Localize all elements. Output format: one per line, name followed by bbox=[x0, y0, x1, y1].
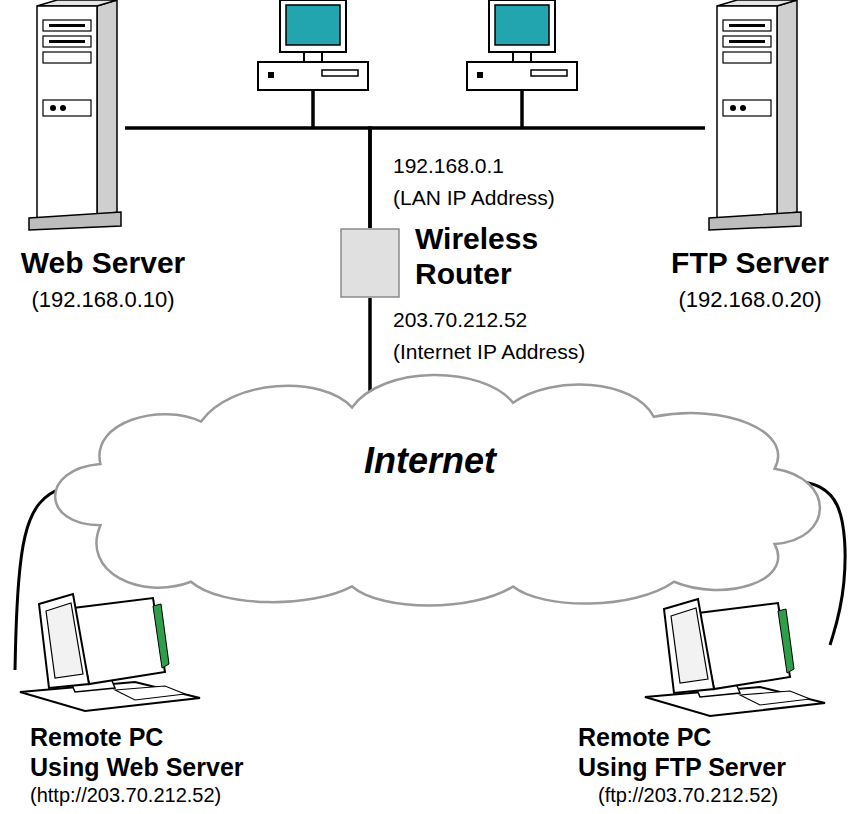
server-tower-shape bbox=[25, 0, 125, 230]
server-tower-shape bbox=[705, 0, 805, 230]
lan-pc-part bbox=[513, 52, 531, 62]
lan-pc-part bbox=[467, 62, 577, 90]
remote-pc: Remote PC Using FTP Server(ftp://203.70.… bbox=[640, 595, 830, 720]
drive-bay bbox=[43, 52, 91, 63]
url: (http://203.70.212.52) bbox=[30, 784, 330, 807]
drive-bay bbox=[723, 52, 771, 63]
tower-front bbox=[717, 6, 777, 218]
internet-cloud: Internet bbox=[30, 365, 835, 610]
monitor-face bbox=[664, 599, 714, 693]
tower-side bbox=[97, 0, 117, 218]
remote-pc-shape bbox=[15, 590, 205, 715]
server-name: Web Server bbox=[3, 246, 203, 281]
monitor-strip bbox=[778, 609, 794, 673]
lan-pc bbox=[467, 0, 577, 90]
power-button bbox=[60, 105, 66, 111]
server-tower: Web Server(192.168.0.10) bbox=[25, 0, 125, 230]
tower-front bbox=[37, 6, 97, 218]
lan-pc-part bbox=[286, 5, 340, 45]
cloud-outline bbox=[55, 375, 820, 606]
network-cable bbox=[370, 128, 705, 228]
power-button bbox=[50, 105, 56, 111]
drive-slot bbox=[49, 40, 85, 43]
server-tower: FTP Server(192.168.0.20) bbox=[705, 0, 805, 230]
lan-pc-part bbox=[258, 62, 368, 90]
tower-top bbox=[37, 0, 117, 6]
pc-keyboard bbox=[740, 691, 810, 705]
drive-slot bbox=[729, 24, 765, 27]
front-panel bbox=[723, 100, 771, 116]
front-panel bbox=[43, 100, 91, 116]
internet-cloud-shape bbox=[30, 365, 835, 610]
drive-bay bbox=[723, 20, 771, 31]
remote-pc-shape bbox=[640, 595, 830, 720]
tower-base bbox=[29, 212, 121, 230]
lan-pc-part bbox=[489, 0, 555, 52]
router-name: Wireless Router bbox=[415, 222, 635, 291]
monitor-screen bbox=[671, 608, 708, 683]
monitor-strip bbox=[153, 604, 169, 668]
lan-drop-wire bbox=[520, 90, 524, 128]
lan-pc-part bbox=[477, 72, 483, 78]
drive-bay bbox=[723, 36, 771, 47]
monitor-screen bbox=[46, 603, 83, 678]
cloud-name: Internet bbox=[330, 440, 530, 481]
lan-pc-part bbox=[495, 5, 549, 45]
ip-address-note: 203.70.212.52 (Internet IP Address) bbox=[393, 304, 653, 367]
lan-drop-wire bbox=[311, 90, 315, 128]
drive-slot bbox=[729, 40, 765, 43]
lan-pc-part bbox=[268, 72, 274, 78]
network-cable bbox=[125, 128, 370, 228]
lan-pc-part bbox=[322, 70, 358, 76]
lan-pc-part bbox=[280, 0, 346, 52]
lan-pc-part bbox=[304, 52, 322, 62]
drive-bay bbox=[43, 36, 91, 47]
monitor-face bbox=[39, 594, 89, 688]
drive-bay bbox=[43, 20, 91, 31]
router-box: Wireless Router bbox=[340, 228, 400, 298]
router-body bbox=[341, 229, 399, 297]
url: (ftp://203.70.212.52) bbox=[598, 784, 858, 807]
router-box-shape bbox=[340, 228, 400, 298]
tower-side bbox=[777, 0, 797, 218]
ip-address-note: 192.168.0.1 (LAN IP Address) bbox=[393, 150, 653, 213]
power-button bbox=[730, 105, 736, 111]
power-button bbox=[740, 105, 746, 111]
lan-pc-part bbox=[531, 70, 567, 76]
server-name: FTP Server bbox=[650, 246, 850, 281]
ip-address: (192.168.0.20) bbox=[650, 287, 850, 312]
drive-slot bbox=[49, 24, 85, 27]
pc-name: Remote PC Using FTP Server bbox=[578, 722, 858, 782]
pc-keyboard bbox=[115, 686, 185, 700]
pc-name: Remote PC Using Web Server bbox=[30, 722, 330, 782]
remote-pc: Remote PC Using Web Server(http://203.70… bbox=[15, 590, 205, 715]
ip-address: (192.168.0.10) bbox=[3, 287, 203, 312]
tower-base bbox=[709, 212, 801, 230]
tower-top bbox=[717, 0, 797, 6]
lan-pc bbox=[258, 0, 368, 90]
